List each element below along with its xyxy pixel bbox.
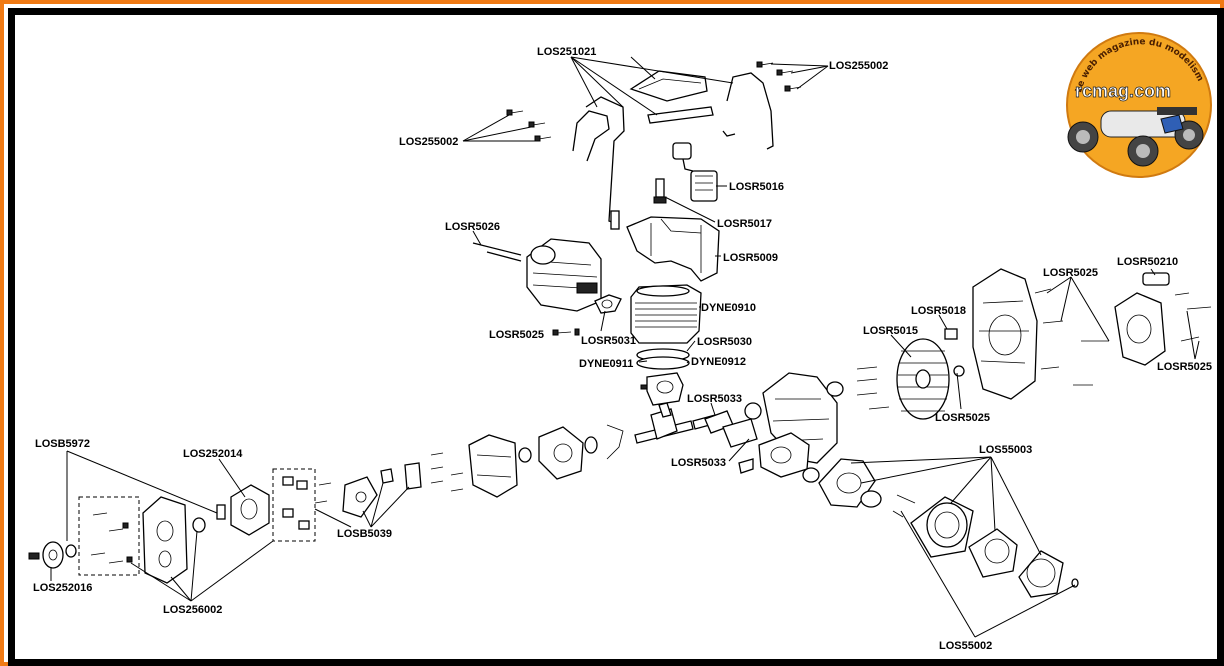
label-losr5018: LOSR5018: [911, 305, 966, 317]
buggy-car-icon: [1067, 107, 1204, 167]
base-gaskets: [636, 348, 690, 370]
label-losr5026: LOSR5026: [445, 221, 500, 233]
bearing-parts: [282, 476, 310, 530]
logo-text: rcmag.com: [1075, 81, 1171, 101]
screws-left-block: [430, 452, 464, 492]
spark-plug: [653, 178, 667, 204]
leader-lines: [50, 56, 1200, 638]
label-los55002: LOS55002: [939, 640, 992, 652]
head-block: [468, 434, 532, 498]
screws-top-left: [506, 109, 552, 142]
air-filter-plate: [802, 458, 882, 508]
pinion-gear: [28, 541, 77, 569]
air-filter-screws: [892, 494, 916, 518]
label-losr5025-far-right: LOSR5025: [1157, 361, 1212, 373]
flywheel: [896, 338, 950, 420]
screws-losr5025-left: [552, 328, 580, 336]
exhaust-gasket: [594, 294, 622, 314]
label-losr5031: LOSR5031: [581, 335, 636, 347]
label-losr5033-top: LOSR5033: [687, 393, 742, 405]
clip-spring: [606, 424, 624, 460]
label-los255002-left: LOS255002: [399, 136, 458, 148]
roll-cage: [572, 70, 774, 230]
label-losr5016: LOSR5016: [729, 181, 784, 193]
carburetor: [758, 432, 810, 478]
label-losr5017: LOSR5017: [717, 218, 772, 230]
logo-disc: [1066, 32, 1212, 178]
crankshaft: [634, 402, 718, 444]
screws-top-right: [756, 61, 802, 92]
muffler-bolts: [472, 242, 522, 262]
recoil-screws: [1034, 288, 1109, 386]
bearing-group-box: [272, 468, 316, 542]
label-dyne0911: DYNE0911: [579, 358, 633, 370]
label-losb5972: LOSB5972: [35, 438, 90, 450]
diagram-canvas: Le web magazine du modelisme rcmag.com: [8, 8, 1224, 666]
label-losr5025-left: LOSR5025: [489, 329, 544, 341]
label-losb5039: LOSB5039: [337, 528, 392, 540]
pull-starter: [1114, 272, 1212, 366]
gearbox-housing: [142, 496, 188, 584]
label-los256002: LOS256002: [163, 604, 222, 616]
crank-bearing-plate: [538, 426, 598, 480]
cylinder: [630, 284, 702, 344]
flywheel-nut: [944, 328, 965, 377]
flywheel-screws: [856, 366, 890, 410]
label-losr5025-mid: LOSR5025: [935, 412, 990, 424]
label-losr5033-bottom: LOSR5033: [671, 457, 726, 469]
label-losr5009: LOSR5009: [723, 252, 778, 264]
part-labels: LOS251021 LOS255002 LOS255002 LOSR5016 L…: [33, 46, 1212, 652]
air-filter-elements: [910, 496, 1079, 598]
label-losr5015: LOSR5015: [863, 325, 918, 337]
screw-group-box: [78, 496, 140, 576]
label-dyne0910: DYNE0910: [701, 302, 756, 314]
cylinder-shroud: [626, 216, 720, 282]
recoil-housing: [972, 268, 1038, 400]
clutch-shoes: [314, 462, 422, 518]
exploded-engine-diagram: Le web magazine du modelisme rcmag.com: [15, 15, 1212, 652]
ignition-coil: [672, 142, 718, 202]
label-los255002-right: LOS255002: [829, 60, 888, 72]
piston: [640, 372, 684, 406]
label-los251021: LOS251021: [537, 46, 596, 58]
label-los252014: LOS252014: [183, 448, 243, 460]
label-losr50210: LOSR50210: [1117, 256, 1178, 268]
label-los55003: LOS55003: [979, 444, 1032, 456]
label-dyne0912: DYNE0912: [691, 356, 746, 368]
clutch-bell: [192, 484, 270, 536]
label-losr5025-top-right: LOSR5025: [1043, 267, 1098, 279]
gearbox-screws: [90, 512, 133, 564]
label-losr5030: LOSR5030: [697, 336, 752, 348]
muffler: [526, 238, 602, 312]
label-los252016: LOS252016: [33, 582, 92, 594]
logo-tagline: Le web magazine du modelisme: [15, 15, 1205, 94]
